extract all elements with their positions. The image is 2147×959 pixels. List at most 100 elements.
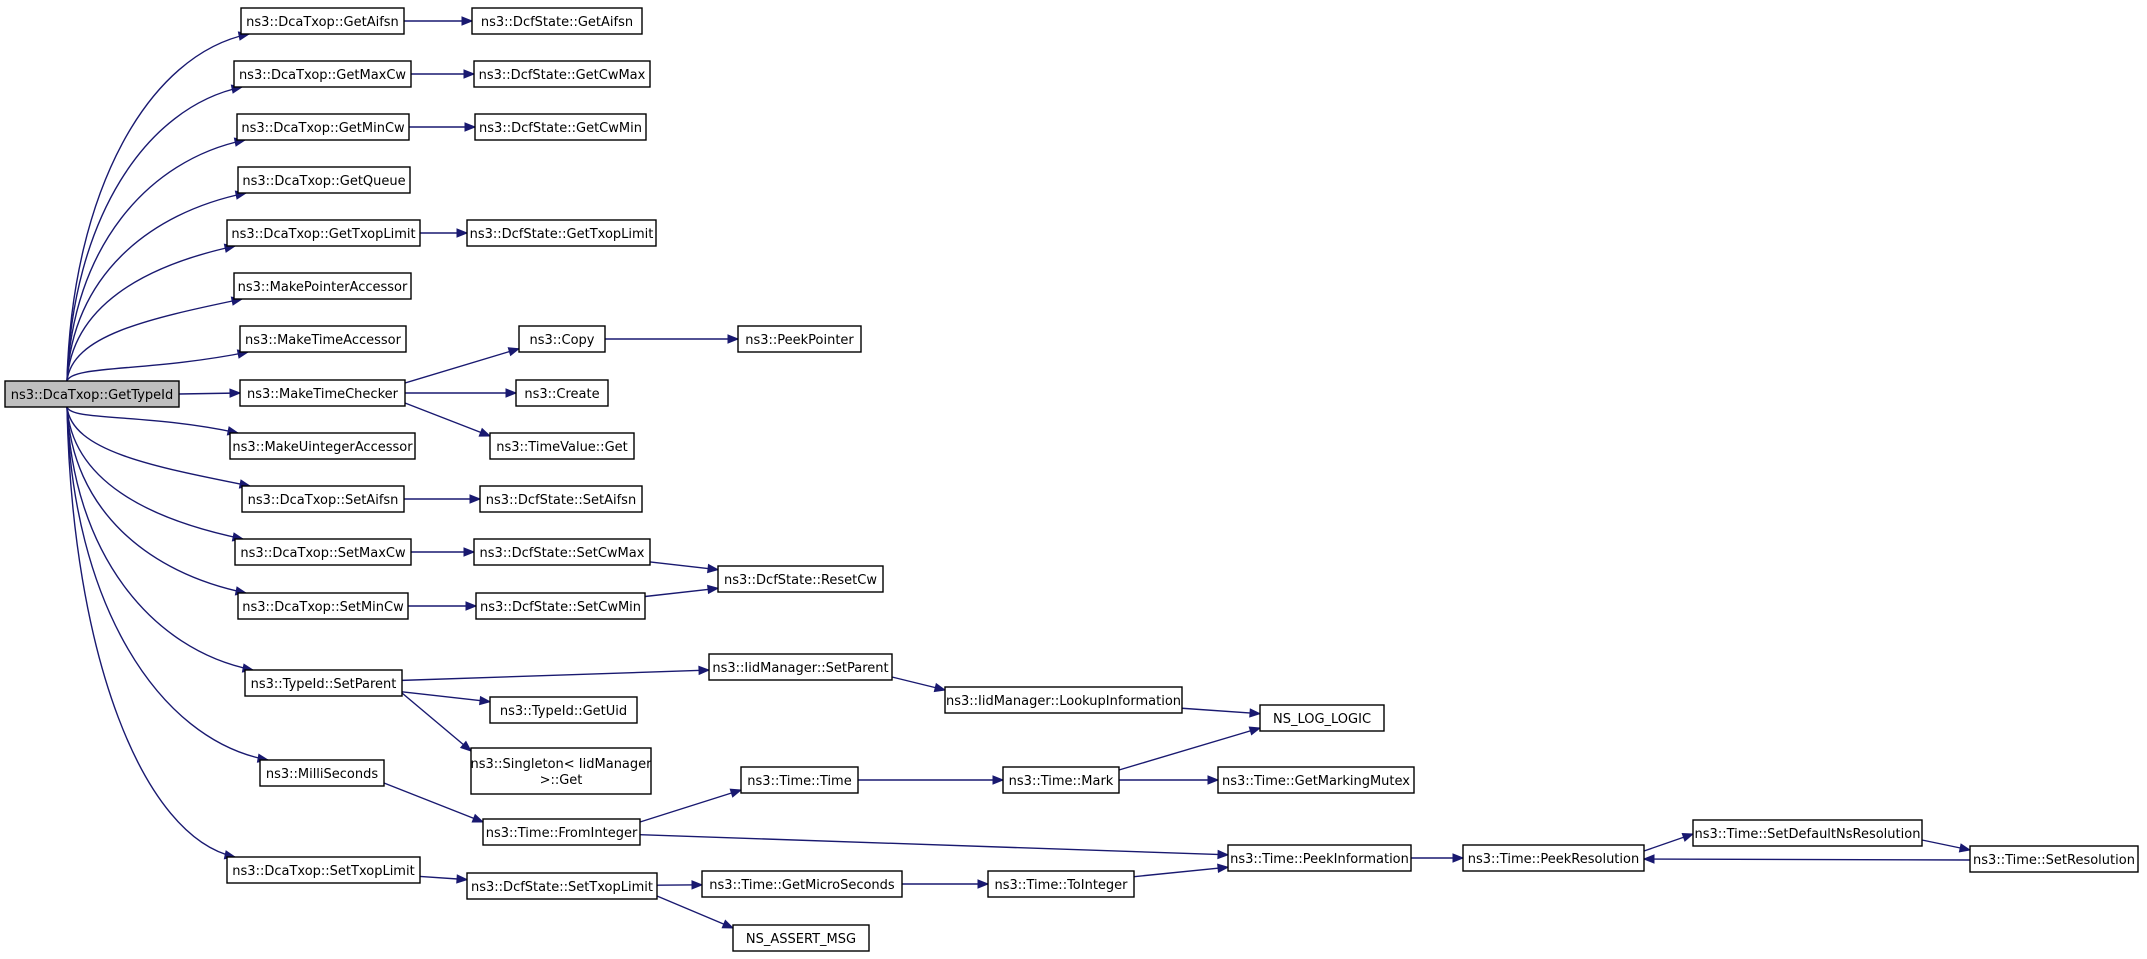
- node-box-dcf_setaifsn[interactable]: [479, 485, 643, 513]
- node-box-dcf_setcwmin[interactable]: [475, 592, 646, 620]
- node-setmaxcw[interactable]: ns3::DcaTxop::SetMaxCw: [234, 538, 412, 566]
- node-dcf_settxoplimit[interactable]: ns3::DcfState::SetTxopLimit: [466, 872, 658, 900]
- node-box-time_peekinfo[interactable]: [1227, 844, 1412, 872]
- node-typeid_getuid[interactable]: ns3::TypeId::GetUid: [489, 696, 638, 724]
- node-box-iid_lookup[interactable]: [944, 686, 1183, 714]
- node-getmincw[interactable]: ns3::DcaTxop::GetMinCw: [236, 113, 410, 141]
- node-box-copy[interactable]: [518, 325, 606, 353]
- node-time_frominteger[interactable]: ns3::Time::FromInteger: [482, 818, 641, 846]
- node-iid_setparent[interactable]: ns3::IidManager::SetParent: [708, 653, 893, 681]
- node-box-makeuint[interactable]: [229, 432, 416, 460]
- node-box-root[interactable]: [4, 380, 180, 408]
- node-timevalueget[interactable]: ns3::TimeValue::Get: [489, 432, 635, 460]
- node-box-getaifsn[interactable]: [240, 7, 405, 35]
- node-dcf_getcwmin[interactable]: ns3::DcfState::GetCwMin: [474, 113, 647, 141]
- node-getmaxcw[interactable]: ns3::DcaTxop::GetMaxCw: [233, 60, 412, 88]
- node-dcf_setcwmin[interactable]: ns3::DcfState::SetCwMin: [475, 592, 646, 620]
- node-box-dcf_getcwmax[interactable]: [473, 60, 651, 88]
- node-dcf_getaifsn[interactable]: ns3::DcfState::GetAifsn: [471, 7, 643, 35]
- node-box-setmincw[interactable]: [237, 592, 409, 620]
- node-label-time_mark: ns3::Time::Mark: [1009, 774, 1114, 789]
- node-box-iid_setparent[interactable]: [708, 653, 893, 681]
- node-box-dcf_settxoplimit[interactable]: [466, 872, 658, 900]
- node-getaifsn[interactable]: ns3::DcaTxop::GetAifsn: [240, 7, 405, 35]
- edge-dcf_setcwmax-to-dcf_resetcw-arrowhead: [707, 563, 720, 574]
- node-label-time_peekres: ns3::Time::PeekResolution: [1468, 852, 1639, 867]
- node-singleton_get[interactable]: ns3::Singleton< IidManager >::Get: [470, 747, 652, 795]
- node-box-ns_log_logic[interactable]: [1259, 704, 1385, 732]
- node-makepointer[interactable]: ns3::MakePointerAccessor: [233, 272, 412, 300]
- node-milliseconds[interactable]: ns3::MilliSeconds: [259, 759, 385, 787]
- node-ns_assert_msg[interactable]: NS_ASSERT_MSG: [732, 924, 870, 952]
- node-box-settxoplimit[interactable]: [226, 856, 421, 884]
- node-maketimechk[interactable]: ns3::MakeTimeChecker: [239, 379, 406, 407]
- node-box-timevalueget[interactable]: [489, 432, 635, 460]
- node-peekpointer[interactable]: ns3::PeekPointer: [737, 325, 862, 353]
- node-label-time_getmicro: ns3::Time::GetMicroSeconds: [709, 878, 895, 893]
- node-box-setaifsn[interactable]: [241, 485, 405, 513]
- node-dcf_gettxoplimit[interactable]: ns3::DcfState::GetTxopLimit: [466, 219, 657, 247]
- node-box-getmaxcw[interactable]: [233, 60, 412, 88]
- node-create[interactable]: ns3::Create: [515, 379, 609, 407]
- node-box-maketimechk[interactable]: [239, 379, 406, 407]
- node-box-setmaxcw[interactable]: [234, 538, 412, 566]
- node-copy[interactable]: ns3::Copy: [518, 325, 606, 353]
- node-box-dcf_resetcw[interactable]: [717, 565, 884, 593]
- node-box-time_time[interactable]: [740, 766, 859, 794]
- node-box-singleton_get[interactable]: [470, 747, 652, 795]
- node-maketimeacc[interactable]: ns3::MakeTimeAccessor: [239, 325, 407, 353]
- edge-time_getmicro-to-time_tointeger-arrowhead: [977, 879, 990, 889]
- node-box-maketimeacc[interactable]: [239, 325, 407, 353]
- node-root[interactable]: ns3::DcaTxop::GetTypeId: [4, 380, 180, 408]
- node-time_setdefault[interactable]: ns3::Time::SetDefaultNsResolution: [1692, 819, 1923, 847]
- node-ns_log_logic[interactable]: NS_LOG_LOGIC: [1259, 704, 1385, 732]
- node-box-time_setres[interactable]: [1969, 845, 2139, 873]
- node-dcf_getcwmax[interactable]: ns3::DcfState::GetCwMax: [473, 60, 651, 88]
- node-time_peekinfo[interactable]: ns3::Time::PeekInformation: [1227, 844, 1412, 872]
- node-box-milliseconds[interactable]: [259, 759, 385, 787]
- node-time_tointeger[interactable]: ns3::Time::ToInteger: [987, 870, 1135, 898]
- node-label-makeuint: ns3::MakeUintegerAccessor: [232, 440, 413, 455]
- node-box-gettxoplimit[interactable]: [226, 219, 421, 247]
- node-box-time_setdefault[interactable]: [1692, 819, 1923, 847]
- node-box-getmincw[interactable]: [236, 113, 410, 141]
- node-box-time_getmicro[interactable]: [701, 870, 903, 898]
- node-box-peekpointer[interactable]: [737, 325, 862, 353]
- node-typeid_setparent[interactable]: ns3::TypeId::SetParent: [244, 669, 403, 697]
- node-dcf_setcwmax[interactable]: ns3::DcfState::SetCwMax: [473, 538, 651, 566]
- edge-getaifsn-to-dcf_getaifsn-arrowhead: [461, 16, 474, 26]
- node-iid_lookup[interactable]: ns3::IidManager::LookupInformation: [944, 686, 1183, 714]
- node-time_peekres[interactable]: ns3::Time::PeekResolution: [1462, 844, 1645, 872]
- node-box-typeid_getuid[interactable]: [489, 696, 638, 724]
- node-time_getmarkingmutex[interactable]: ns3::Time::GetMarkingMutex: [1217, 766, 1415, 794]
- node-getqueue[interactable]: ns3::DcaTxop::GetQueue: [237, 166, 411, 194]
- node-box-time_peekres[interactable]: [1462, 844, 1645, 872]
- edge-root-to-getaifsn: [66, 33, 250, 382]
- node-dcf_setaifsn[interactable]: ns3::DcfState::SetAifsn: [479, 485, 643, 513]
- node-time_mark[interactable]: ns3::Time::Mark: [1002, 766, 1120, 794]
- node-box-ns_assert_msg[interactable]: [732, 924, 870, 952]
- node-box-dcf_getcwmin[interactable]: [474, 113, 647, 141]
- node-box-dcf_setcwmax[interactable]: [473, 538, 651, 566]
- node-box-dcf_gettxoplimit[interactable]: [466, 219, 657, 247]
- node-time_getmicro[interactable]: ns3::Time::GetMicroSeconds: [701, 870, 903, 898]
- node-box-time_mark[interactable]: [1002, 766, 1120, 794]
- node-box-time_getmarkingmutex[interactable]: [1217, 766, 1415, 794]
- node-gettxoplimit[interactable]: ns3::DcaTxop::GetTxopLimit: [226, 219, 421, 247]
- node-time_time[interactable]: ns3::Time::Time: [740, 766, 859, 794]
- node-setaifsn[interactable]: ns3::DcaTxop::SetAifsn: [241, 485, 405, 513]
- node-dcf_resetcw[interactable]: ns3::DcfState::ResetCw: [717, 565, 884, 593]
- node-settxoplimit[interactable]: ns3::DcaTxop::SetTxopLimit: [226, 856, 421, 884]
- node-box-time_tointeger[interactable]: [987, 870, 1135, 898]
- node-time_setres[interactable]: ns3::Time::SetResolution: [1969, 845, 2139, 873]
- node-box-typeid_setparent[interactable]: [244, 669, 403, 697]
- node-makeuint[interactable]: ns3::MakeUintegerAccessor: [229, 432, 416, 460]
- node-box-dcf_getaifsn[interactable]: [471, 7, 643, 35]
- node-box-create[interactable]: [515, 379, 609, 407]
- node-setmincw[interactable]: ns3::DcaTxop::SetMinCw: [237, 592, 409, 620]
- node-box-getqueue[interactable]: [237, 166, 411, 194]
- node-box-time_frominteger[interactable]: [482, 818, 641, 846]
- node-box-makepointer[interactable]: [233, 272, 412, 300]
- edge-time_mark-to-ns_log_logic: [1118, 727, 1261, 771]
- edge-maketimechk-to-timevalueget: [404, 402, 491, 437]
